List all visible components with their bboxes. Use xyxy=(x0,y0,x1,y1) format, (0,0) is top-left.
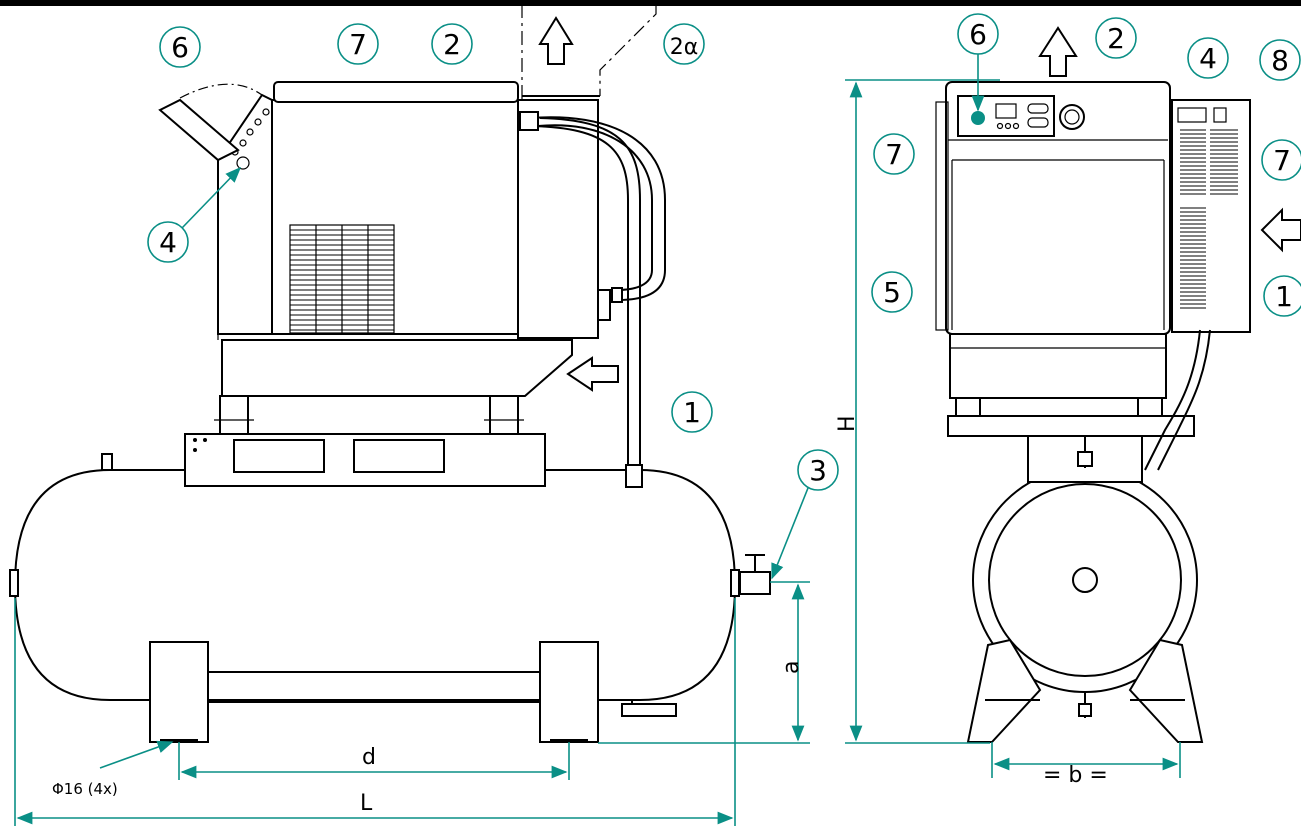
dim-label-phi: Φ16 (4x) xyxy=(52,780,118,798)
tank-top-valve xyxy=(101,453,113,471)
callout-1-side: 1 xyxy=(671,391,713,433)
callout-2a-side: 2α xyxy=(663,23,705,65)
svg-text:8: 8 xyxy=(1271,44,1289,77)
callout-8-front: 8 xyxy=(1259,39,1301,81)
hose-outer xyxy=(529,116,666,301)
svg-text:4: 4 xyxy=(159,226,177,259)
stand-leg-left xyxy=(966,638,1042,743)
airflow-arrow-in xyxy=(566,356,619,392)
svg-text:6: 6 xyxy=(969,18,987,51)
callout-4-front: 4 xyxy=(1187,37,1229,79)
compressor-base xyxy=(221,339,573,397)
vent-grille-side xyxy=(289,224,395,334)
airflow-arrow-front-side xyxy=(1260,207,1301,253)
callouts: 6 7 2 2α 4 1 3 6 xyxy=(147,13,1301,580)
svg-text:2: 2 xyxy=(1107,22,1125,55)
drain-valve xyxy=(621,700,677,717)
hose-drop xyxy=(539,117,641,465)
svg-text:7: 7 xyxy=(349,28,367,61)
callout-6-front: 6 xyxy=(957,13,999,112)
stand-leg-right xyxy=(1128,638,1204,743)
tank-end-cap-left xyxy=(9,569,19,597)
svg-text:5: 5 xyxy=(883,276,901,309)
top-border-bar xyxy=(0,0,1301,6)
dim-label-a: a xyxy=(779,661,804,674)
svg-text:6: 6 xyxy=(171,31,189,64)
tank-body-side xyxy=(13,469,737,701)
cabinet-top-cover xyxy=(273,81,519,103)
dim-label-b: = b = xyxy=(1043,763,1108,788)
tank-front-inner xyxy=(988,483,1182,677)
svg-text:7: 7 xyxy=(1273,144,1291,177)
callout-7-side: 7 xyxy=(337,23,379,65)
dim-label-L: L xyxy=(360,791,373,816)
outlet-valve xyxy=(739,554,771,595)
svg-text:1: 1 xyxy=(683,396,701,429)
dimension-lines xyxy=(14,79,1181,826)
foot-right xyxy=(539,641,599,743)
svg-text:2: 2 xyxy=(443,28,461,61)
svg-text:3: 3 xyxy=(809,454,827,487)
airflow-arrow-front-top xyxy=(1038,26,1078,77)
front-control-panel xyxy=(957,95,1055,137)
control-panel-side xyxy=(217,93,273,335)
plate-cutout-left xyxy=(233,439,325,473)
callout-6-side: 6 xyxy=(159,26,201,68)
callout-7-front-left: 7 xyxy=(873,133,915,175)
dim-label-H: H xyxy=(835,415,860,432)
callout-7-front-right: 7 xyxy=(1261,139,1301,181)
plate-cutout-right xyxy=(353,439,445,473)
callout-3-side: 3 xyxy=(771,449,839,580)
emergency-stop-knob xyxy=(1059,104,1085,130)
tank-end-cap-right xyxy=(730,569,740,597)
svg-text:4: 4 xyxy=(1199,42,1217,75)
callout-1-front: 1 xyxy=(1263,275,1301,317)
dimension-labels: L d H a = b = Φ16 (4x) xyxy=(52,415,1108,816)
side-view xyxy=(9,4,771,743)
main-cabinet xyxy=(271,99,523,335)
callout-2-front: 2 xyxy=(1095,17,1137,59)
dim-label-d: d xyxy=(362,745,376,770)
svg-text:2α: 2α xyxy=(670,35,699,60)
callout-5-front: 5 xyxy=(871,271,913,313)
aftercooler-housing xyxy=(517,99,599,339)
callout-2-side: 2 xyxy=(431,23,473,65)
svg-text:7: 7 xyxy=(885,138,903,171)
mount-right xyxy=(489,395,519,435)
svg-text:1: 1 xyxy=(1275,280,1293,313)
front-base xyxy=(949,333,1167,399)
mount-left xyxy=(219,395,249,435)
power-indicator-icon xyxy=(971,111,985,125)
front-cabinet xyxy=(945,81,1171,335)
airflow-arrow-top xyxy=(538,16,574,65)
front-mount-plate xyxy=(947,415,1195,437)
foot-left xyxy=(149,641,209,743)
front-view xyxy=(935,26,1301,743)
control-panel-lid xyxy=(158,98,240,162)
callout-4-side: 4 xyxy=(147,166,242,263)
